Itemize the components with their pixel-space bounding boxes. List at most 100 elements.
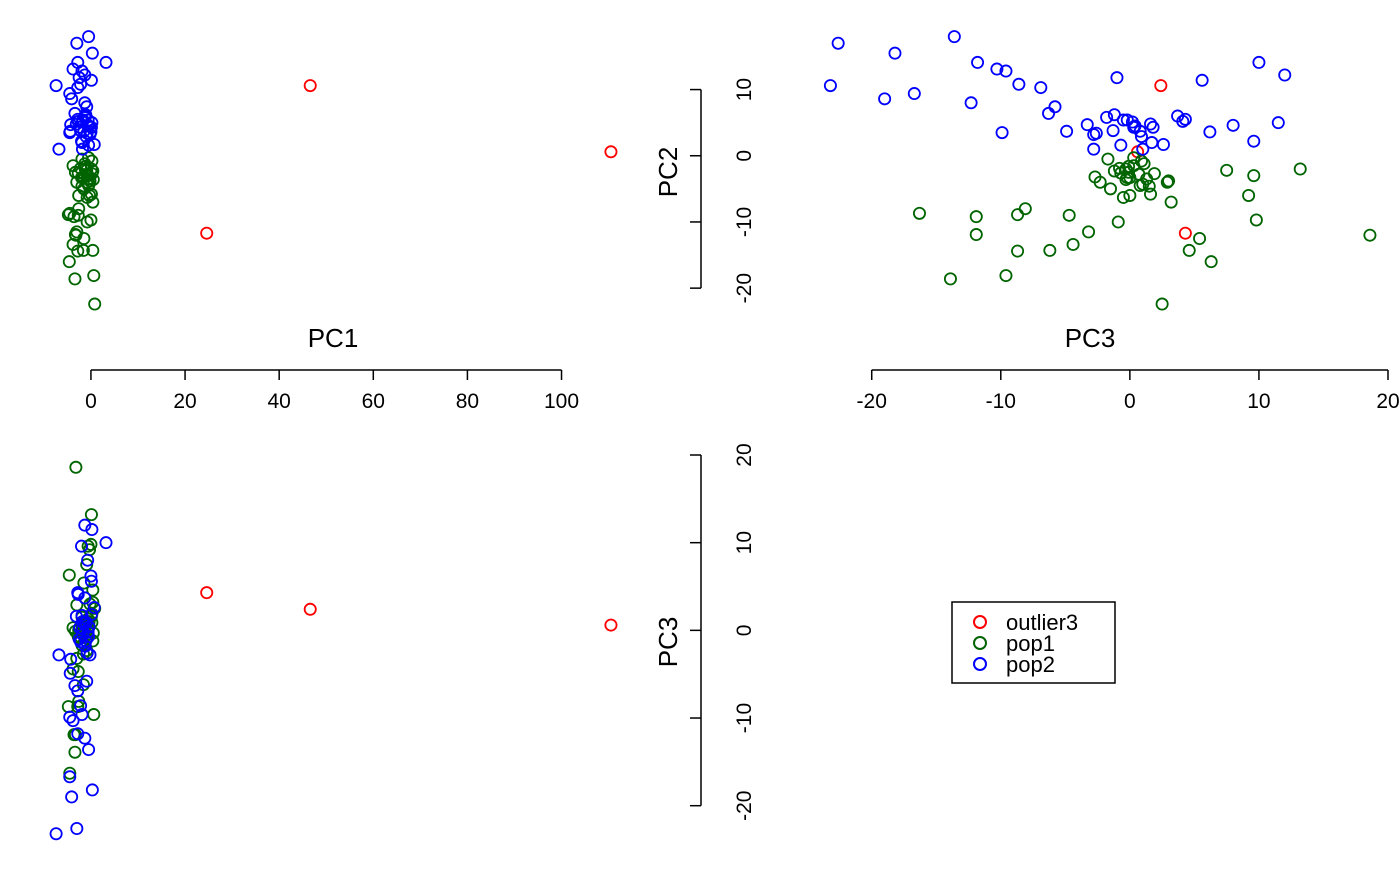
point-pop1-pc3-pc2 xyxy=(999,269,1013,283)
point-pop2-pc1-pc2 xyxy=(78,110,92,124)
point-pop1-pc1-pc2 xyxy=(68,272,82,286)
point-pop2-pc3-pc2 xyxy=(999,64,1013,78)
point-pop2-pc1-pc2 xyxy=(85,46,99,60)
point-pop1-pc1-pc3 xyxy=(84,508,98,522)
point-pop1-pc1-pc2 xyxy=(88,297,102,311)
point-pop1-pc3-pc2 xyxy=(1018,202,1032,216)
point-pop1-pc3-pc2 xyxy=(1137,157,1151,171)
point-pop1-pc1-pc3 xyxy=(86,583,100,597)
point-pop2-pc1-pc3 xyxy=(78,591,92,605)
point-pop1-pc1-pc2 xyxy=(86,243,100,257)
point-pop2-pc3-pc2 xyxy=(1178,112,1192,126)
point-pop2-pc3-pc2 xyxy=(1034,81,1048,95)
point-pop2-pc3-pc2 xyxy=(971,55,985,69)
point-pop2-pc3-pc2 xyxy=(1087,142,1101,156)
point-pop2-pc1-pc2 xyxy=(81,118,95,132)
legend-label-pop2: pop2 xyxy=(1006,652,1055,677)
legend: outlier3 pop1 pop2 xyxy=(951,601,1116,684)
point-pop1-pc3-pc2 xyxy=(1363,228,1377,242)
pc3-horizontal-tick-label: 20 xyxy=(1376,390,1399,413)
point-pop1-pc1-pc2 xyxy=(61,208,75,222)
point-pop2-pc1-pc3 xyxy=(75,708,89,722)
point-pop2-pc1-pc3 xyxy=(84,569,98,583)
point-pop1-pc3-pc2 xyxy=(1204,255,1218,269)
pc1-tick-label: 100 xyxy=(544,390,579,413)
point-outlier3-pc1-pc3 xyxy=(303,602,317,616)
point-pop2-pc3-pc2 xyxy=(907,87,921,101)
point-pop1-pc3-pc2 xyxy=(1162,174,1176,188)
point-pop1-pc3-pc2 xyxy=(1104,182,1118,196)
point-pop2-pc3-pc2 xyxy=(995,126,1009,140)
point-pop1-pc1-pc2 xyxy=(66,237,80,251)
point-pop2-pc3-pc2 xyxy=(1042,106,1056,120)
point-pop1-pc1-pc2 xyxy=(86,195,100,209)
point-pop1-pc1-pc2 xyxy=(75,171,89,185)
point-pop2-pc3-pc2 xyxy=(1128,119,1142,133)
point-pop2-pc3-pc2 xyxy=(823,79,837,93)
point-pop2-pc1-pc2 xyxy=(63,124,77,138)
point-pop1-pc3-pc2 xyxy=(1082,225,1096,239)
point-pop2-pc3-pc2 xyxy=(1110,71,1124,85)
point-pop1-pc3-pc2 xyxy=(1242,188,1256,202)
point-pop1-pc3-pc2 xyxy=(1062,208,1076,222)
point-pop2-pc3-pc2 xyxy=(888,46,902,60)
point-pop1-pc3-pc2 xyxy=(1127,151,1141,165)
point-pop2-pc3-pc2 xyxy=(990,62,1004,76)
point-pop1-pc3-pc2 xyxy=(1101,152,1115,166)
point-pop1-pc3-pc2 xyxy=(1123,171,1137,185)
point-pop1-pc1-pc3 xyxy=(84,537,98,551)
point-pop2-pc3-pc2 xyxy=(1271,116,1285,130)
point-pop2-pc1-pc3 xyxy=(52,648,66,662)
point-pop2-pc1-pc3 xyxy=(78,518,92,532)
point-pop2-pc3-pc2 xyxy=(1134,130,1148,144)
point-pop1-pc1-pc3 xyxy=(68,745,82,759)
point-pop2-pc3-pc2 xyxy=(1114,138,1128,152)
point-pop2-pc3-pc2 xyxy=(1278,68,1292,82)
point-pop1-pc3-pc2 xyxy=(969,210,983,224)
point-outlier3-pc1-pc2 xyxy=(604,145,618,159)
point-pop2-pc1-pc3 xyxy=(63,770,77,784)
point-pop2-pc3-pc2 xyxy=(1156,138,1170,152)
point-pop1-pc3-pc2 xyxy=(1147,167,1161,181)
point-pop2-pc1-pc2 xyxy=(84,125,98,139)
point-pop2-pc1-pc3 xyxy=(85,783,99,797)
point-pop1-pc3-pc2 xyxy=(1142,179,1156,193)
point-pop2-pc1-pc2 xyxy=(65,92,79,106)
point-outlier3-pc1-pc2 xyxy=(200,226,214,240)
point-pop2-pc1-pc3 xyxy=(78,731,92,745)
point-pop2-pc1-pc2 xyxy=(52,142,66,156)
point-pop1-pc3-pc2 xyxy=(1136,177,1150,191)
pc3-vertical-tick-label: -20 xyxy=(733,791,756,821)
point-pop2-pc1-pc2 xyxy=(75,134,89,148)
point-pop2-pc3-pc2 xyxy=(1247,134,1261,148)
point-pop1-pc3-pc2 xyxy=(1164,195,1178,209)
point-pop1-pc3-pc2 xyxy=(1249,213,1263,227)
point-pop2-pc3-pc2 xyxy=(1080,118,1094,132)
point-pop2-pc1-pc3 xyxy=(65,790,79,804)
point-pop2-pc1-pc3 xyxy=(75,615,89,629)
pc2-tick-label: -10 xyxy=(733,207,756,237)
point-outlier3-pc3-pc2 xyxy=(1154,79,1168,93)
point-pop2-pc1-pc3 xyxy=(71,587,85,601)
point-outlier3-pc3-pc2 xyxy=(1178,226,1192,240)
series-pop1 xyxy=(61,151,1377,780)
point-pop2-pc1-pc3 xyxy=(82,743,96,757)
point-pop2-pc1-pc3 xyxy=(72,632,86,646)
pc1-tick-label: 20 xyxy=(173,390,196,413)
point-pop1-pc1-pc3 xyxy=(77,576,91,590)
pc2-diagonal-label: PC2 xyxy=(653,147,683,198)
point-pop1-pc3-pc2 xyxy=(1011,208,1025,222)
point-pop2-pc3-pc2 xyxy=(1252,55,1266,69)
point-pop2-pc1-pc2 xyxy=(49,79,63,93)
pc3-diagonal-label: PC3 xyxy=(1065,323,1116,353)
legend-marker-pop1 xyxy=(973,636,987,650)
point-pop1-pc3-pc2 xyxy=(1107,164,1121,178)
point-pop2-pc1-pc2 xyxy=(82,30,96,44)
point-pop2-pc1-pc2 xyxy=(70,36,84,50)
points-layer xyxy=(49,30,1377,841)
point-pop2-pc3-pc2 xyxy=(1106,124,1120,138)
pc1-tick-label: 60 xyxy=(362,390,385,413)
series-outlier3 xyxy=(200,79,1192,632)
